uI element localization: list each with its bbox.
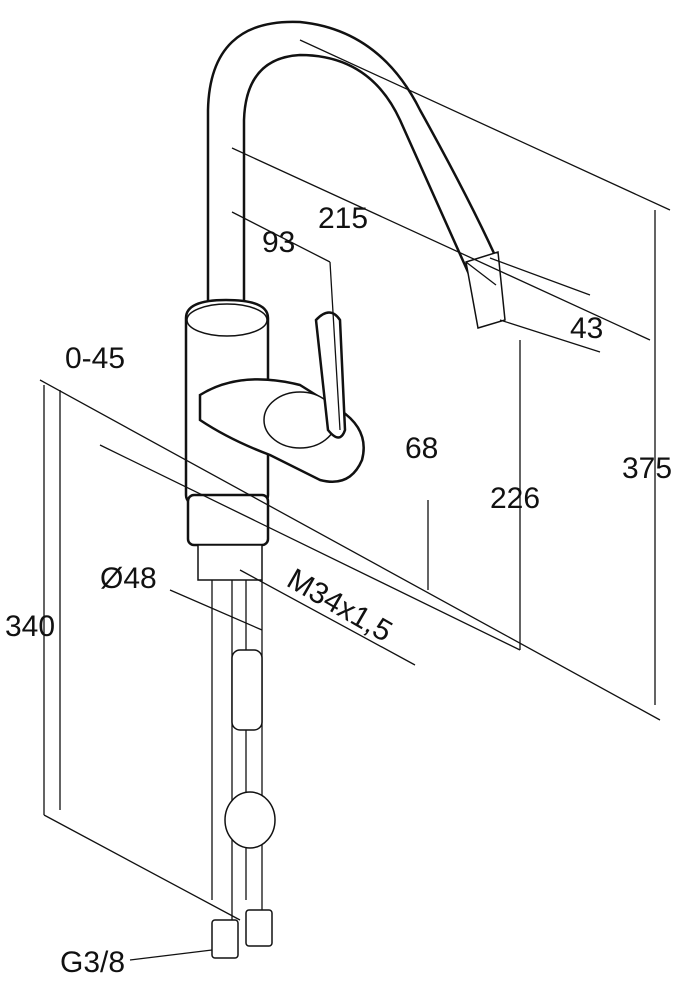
faucet-base-hoses [186, 493, 276, 959]
faucet-body [184, 298, 365, 512]
faucet-spout [206, 20, 506, 329]
dimension-label: M34x1,5 [282, 562, 398, 648]
dimension-lines [39, 39, 671, 961]
dimension-label: G3/8 [60, 946, 125, 979]
dimension-label: 68 [405, 432, 438, 465]
dimension-label: 215 [318, 202, 368, 235]
dimension-label: 375 [622, 452, 672, 485]
dimension-label: 43 [570, 312, 603, 345]
dimension-label: 0-45 [65, 342, 125, 375]
dimension-label: 340 [5, 610, 55, 643]
dimension-label: Ø48 [100, 562, 157, 595]
dimension-label: 226 [490, 482, 540, 515]
dimension-label: 93 [262, 226, 295, 259]
